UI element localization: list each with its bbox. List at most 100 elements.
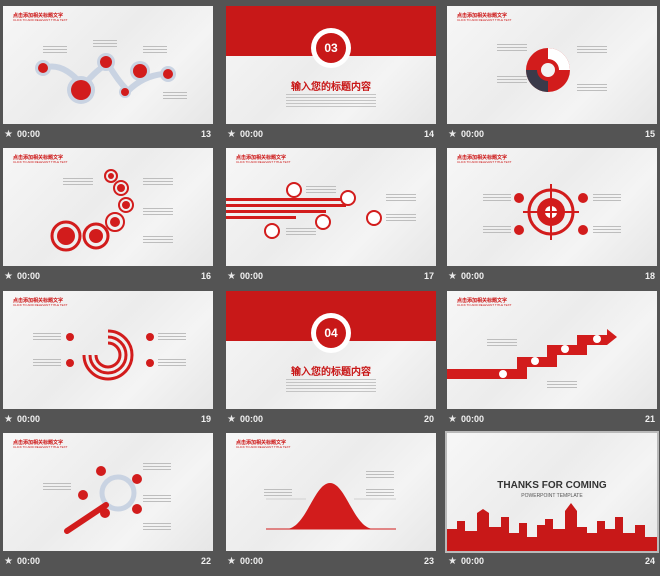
city-skyline-graphic bbox=[447, 503, 657, 551]
timeline-bars bbox=[226, 182, 382, 239]
slide-timing: 00:00 bbox=[17, 271, 41, 281]
slide-20[interactable]: 04 输入您的标题内容 bbox=[226, 291, 436, 409]
slide-footer: ★ 00:00 18 bbox=[447, 268, 657, 290]
slide-thumbnail-15[interactable]: 点击添加相关标题文字 CLICK TO ADD RELEVANT TITLE T… bbox=[447, 6, 657, 149]
slide-title: 点击添加相关标题文字 bbox=[457, 155, 508, 161]
slide-title: 点击添加相关标题文字 bbox=[13, 13, 64, 19]
star-icon: ★ bbox=[227, 271, 236, 282]
slide-title: 点击添加相关标题文字 bbox=[13, 298, 64, 304]
slide-number: 13 bbox=[200, 129, 211, 139]
thanks-subtitle: POWERPOINT TEMPLATE bbox=[521, 493, 583, 499]
slide-timing: 00:00 bbox=[461, 414, 485, 424]
slide-subtitle: CLICK TO ADD RELEVANT TITLE TEXT bbox=[13, 303, 68, 307]
slide-footer: ★ 00:00 15 bbox=[447, 126, 657, 148]
slide-subtitle: CLICK TO ADD RELEVANT TITLE TEXT bbox=[13, 18, 68, 22]
slide-number: 15 bbox=[644, 129, 655, 139]
slide-23[interactable]: 点击添加相关标题文字 CLICK TO ADD RELEVANT TITLE T… bbox=[226, 433, 436, 551]
circle-network-diagram bbox=[50, 169, 134, 252]
star-icon: ★ bbox=[448, 414, 457, 425]
target-diagram bbox=[514, 184, 588, 240]
star-icon: ★ bbox=[4, 414, 13, 425]
slide-thumbnail-17[interactable]: 点击添加相关标题文字 CLICK TO ADD RELEVANT TITLE T… bbox=[226, 148, 436, 291]
slide-title: 点击添加相关标题文字 bbox=[13, 155, 64, 161]
slide-title: 点击添加相关标题文字 bbox=[457, 298, 508, 304]
slide-thumbnail-18[interactable]: 点击添加相关标题文字 CLICK TO ADD RELEVANT TITLE T… bbox=[447, 148, 657, 291]
section-badge: 04 bbox=[311, 313, 351, 353]
slide-footer: ★ 00:00 22 bbox=[3, 553, 213, 575]
slide-number: 16 bbox=[200, 271, 211, 281]
slide-19[interactable]: 点击添加相关标题文字 CLICK TO ADD RELEVANT TITLE T… bbox=[3, 291, 213, 409]
slide-title: 点击添加相关标题文字 bbox=[13, 440, 64, 446]
slide-thumbnail-24[interactable]: THANKS FOR COMING POWERPOINT TEMPLATE ★ … bbox=[445, 431, 659, 576]
star-icon: ★ bbox=[227, 414, 236, 425]
star-icon: ★ bbox=[227, 129, 236, 140]
slide-17[interactable]: 点击添加相关标题文字 CLICK TO ADD RELEVANT TITLE T… bbox=[226, 148, 436, 266]
process-diagram bbox=[35, 53, 176, 104]
slide-24[interactable]: THANKS FOR COMING POWERPOINT TEMPLATE bbox=[445, 431, 659, 553]
slide-footer: ★ 00:00 21 bbox=[447, 411, 657, 433]
star-icon: ★ bbox=[4, 556, 13, 567]
star-icon: ★ bbox=[448, 271, 457, 282]
thanks-title: THANKS FOR COMING bbox=[497, 480, 607, 491]
stair-arrow-graphic bbox=[447, 329, 617, 379]
slide-subtitle: CLICK TO ADD RELEVANT TITLE TEXT bbox=[236, 445, 291, 449]
slide-title: 点击添加相关标题文字 bbox=[236, 440, 287, 446]
section-title: 输入您的标题内容 bbox=[291, 367, 371, 378]
slide-footer: ★ 00:00 14 bbox=[226, 126, 436, 148]
slide-number: 17 bbox=[423, 271, 434, 281]
slide-22[interactable]: 点击添加相关标题文字 CLICK TO ADD RELEVANT TITLE T… bbox=[3, 433, 213, 551]
slide-subtitle: CLICK TO ADD RELEVANT TITLE TEXT bbox=[457, 18, 512, 22]
slide-subtitle: CLICK TO ADD RELEVANT TITLE TEXT bbox=[13, 445, 68, 449]
slide-footer: ★ 00:00 13 bbox=[3, 126, 213, 148]
section-description bbox=[286, 379, 376, 393]
slide-21[interactable]: 点击添加相关标题文字 CLICK TO ADD RELEVANT TITLE T… bbox=[447, 291, 657, 409]
slide-number: 22 bbox=[200, 556, 211, 566]
slide-14[interactable]: 03 输入您的标题内容 bbox=[226, 6, 436, 124]
slide-timing: 00:00 bbox=[461, 129, 485, 139]
magnifier-graphic bbox=[64, 466, 142, 534]
slide-footer: ★ 00:00 17 bbox=[226, 268, 436, 290]
slide-16[interactable]: 点击添加相关标题文字 CLICK TO ADD RELEVANT TITLE T… bbox=[3, 148, 213, 266]
slide-thumbnail-21[interactable]: 点击添加相关标题文字 CLICK TO ADD RELEVANT TITLE T… bbox=[447, 291, 657, 434]
star-icon: ★ bbox=[227, 556, 236, 567]
slide-thumbnail-13[interactable]: 点击添加相关标题文字 CLICK TO ADD RELEVANT TITLE T… bbox=[3, 6, 213, 149]
slide-13[interactable]: 点击添加相关标题文字 CLICK TO ADD RELEVANT TITLE T… bbox=[3, 6, 213, 124]
slide-thumbnail-16[interactable]: 点击添加相关标题文字 CLICK TO ADD RELEVANT TITLE T… bbox=[3, 148, 213, 291]
slide-number: 23 bbox=[423, 556, 434, 566]
slide-subtitle: CLICK TO ADD RELEVANT TITLE TEXT bbox=[457, 160, 512, 164]
slide-number: 20 bbox=[423, 414, 434, 424]
slide-timing: 00:00 bbox=[461, 556, 485, 566]
slide-number: 18 bbox=[644, 271, 655, 281]
slide-thumbnail-22[interactable]: 点击添加相关标题文字 CLICK TO ADD RELEVANT TITLE T… bbox=[3, 433, 213, 576]
slide-timing: 00:00 bbox=[240, 556, 264, 566]
slide-footer: ★ 00:00 16 bbox=[3, 268, 213, 290]
slide-title: 点击添加相关标题文字 bbox=[236, 155, 287, 161]
slide-timing: 00:00 bbox=[240, 271, 264, 281]
star-icon: ★ bbox=[448, 129, 457, 140]
slide-15[interactable]: 点击添加相关标题文字 CLICK TO ADD RELEVANT TITLE T… bbox=[447, 6, 657, 124]
slide-footer: ★ 00:00 23 bbox=[226, 553, 436, 575]
slide-thumbnail-19[interactable]: 点击添加相关标题文字 CLICK TO ADD RELEVANT TITLE T… bbox=[3, 291, 213, 434]
slide-thumbnail-23[interactable]: 点击添加相关标题文字 CLICK TO ADD RELEVANT TITLE T… bbox=[226, 433, 436, 576]
slide-timing: 00:00 bbox=[240, 129, 264, 139]
slide-footer: ★ 00:00 19 bbox=[3, 411, 213, 433]
slide-thumbnail-20[interactable]: 04 输入您的标题内容 ★ 00:00 20 bbox=[226, 291, 436, 434]
slide-subtitle: CLICK TO ADD RELEVANT TITLE TEXT bbox=[457, 303, 512, 307]
slide-timing: 00:00 bbox=[17, 556, 41, 566]
slide-number: 19 bbox=[200, 414, 211, 424]
slide-number: 14 bbox=[423, 129, 434, 139]
slide-subtitle: CLICK TO ADD RELEVANT TITLE TEXT bbox=[236, 160, 291, 164]
star-icon: ★ bbox=[4, 271, 13, 282]
slide-number: 21 bbox=[644, 414, 655, 424]
slide-footer: ★ 00:00 24 bbox=[447, 553, 657, 575]
section-badge: 03 bbox=[311, 28, 351, 68]
arc-chart-graphic bbox=[66, 329, 154, 381]
slide-timing: 00:00 bbox=[461, 271, 485, 281]
section-title: 输入您的标题内容 bbox=[291, 82, 371, 93]
slide-18[interactable]: 点击添加相关标题文字 CLICK TO ADD RELEVANT TITLE T… bbox=[447, 148, 657, 266]
slide-thumbnail-14[interactable]: 03 输入您的标题内容 ★ 00:00 14 bbox=[226, 6, 436, 149]
section-number: 03 bbox=[316, 33, 346, 63]
section-description bbox=[286, 94, 376, 108]
section-number: 04 bbox=[316, 318, 346, 348]
slide-subtitle: CLICK TO ADD RELEVANT TITLE TEXT bbox=[13, 160, 68, 164]
